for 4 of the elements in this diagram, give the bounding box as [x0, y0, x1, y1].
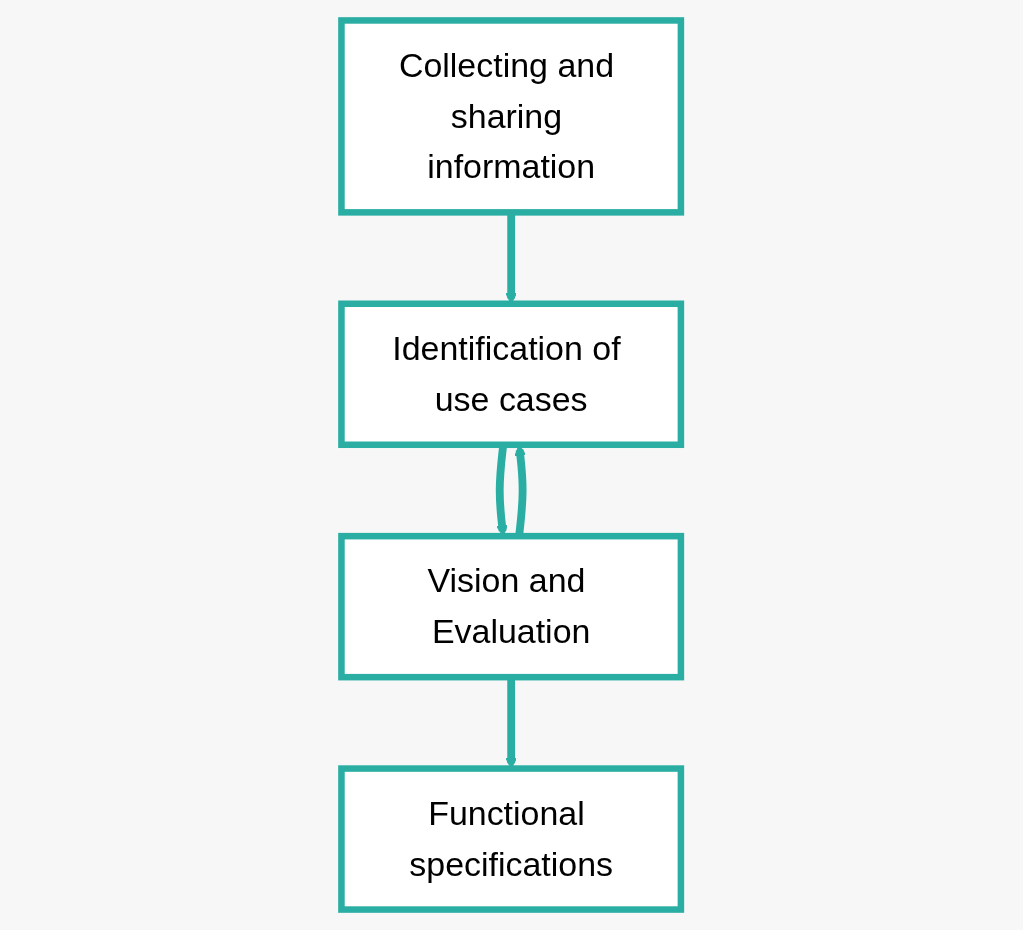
- node-box: Functional specifications: [338, 765, 685, 913]
- node-box: Identification of use cases: [338, 300, 685, 449]
- node-box: Vision and Evaluation: [338, 532, 685, 681]
- node-box: Collecting and sharing information: [338, 17, 685, 216]
